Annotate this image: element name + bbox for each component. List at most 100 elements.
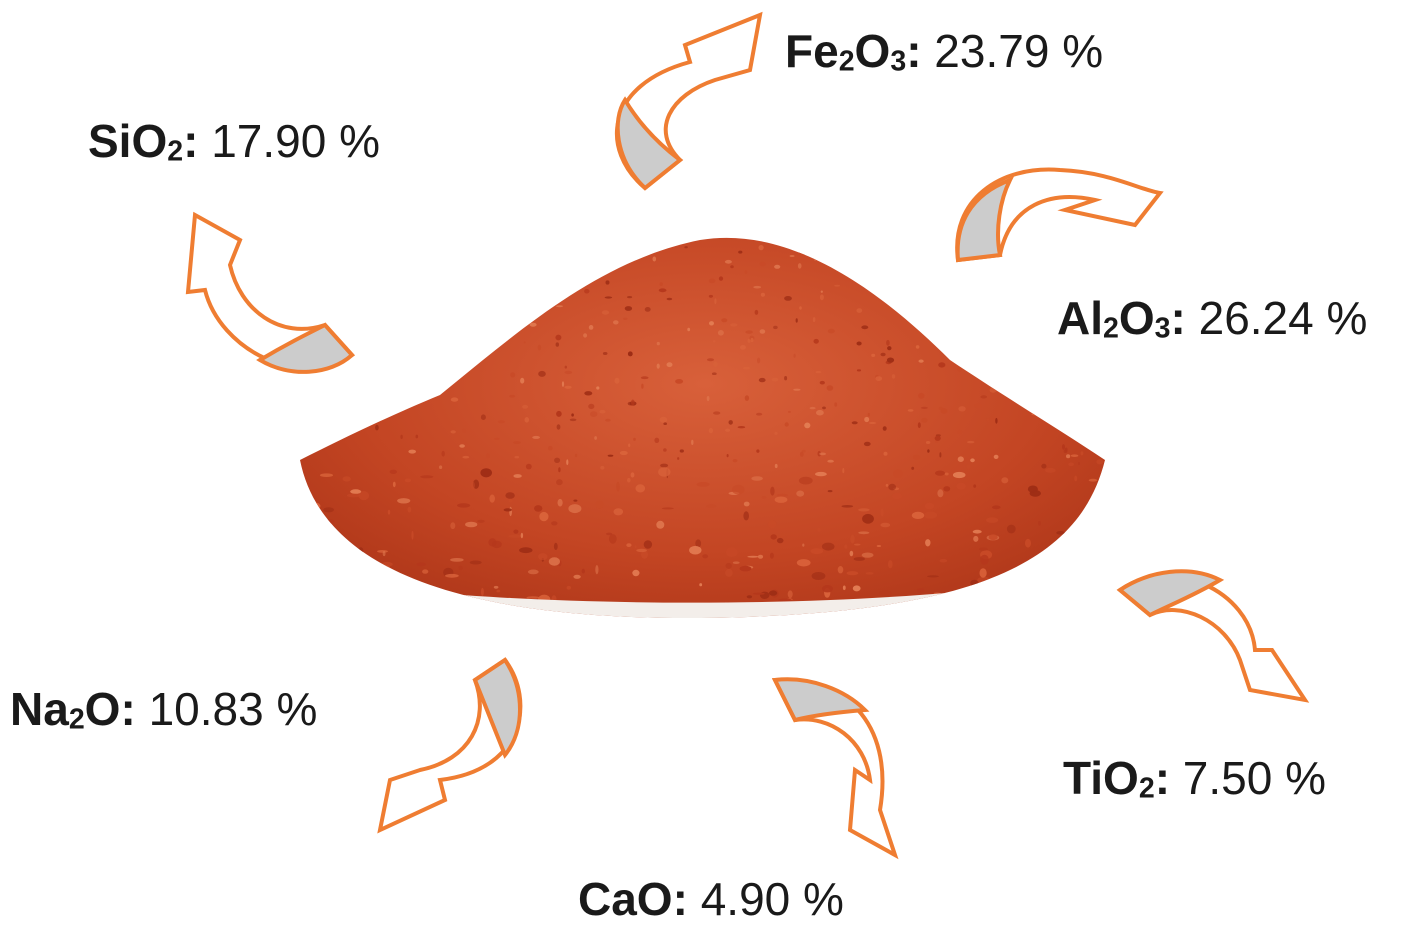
powder-grain xyxy=(480,414,486,421)
powder-grain xyxy=(972,529,982,534)
powder-grain xyxy=(728,420,733,425)
powder-grain xyxy=(938,406,943,410)
powder-grain xyxy=(666,297,673,301)
powder-grain xyxy=(382,551,386,557)
powder-grain xyxy=(758,245,764,251)
powder-grain xyxy=(725,547,738,557)
powder-grain xyxy=(569,418,577,422)
powder-grain xyxy=(746,595,753,599)
powder-grain xyxy=(934,435,941,441)
powder-grain xyxy=(770,486,775,496)
powder-grain xyxy=(759,329,766,334)
powder-grain xyxy=(796,490,805,497)
powder-grain xyxy=(527,569,539,575)
powder-grain xyxy=(583,333,588,338)
powder-grain xyxy=(725,568,733,577)
powder-grain xyxy=(878,590,892,596)
powder-grain xyxy=(732,459,738,463)
powder-grain xyxy=(493,585,499,589)
powder-grain xyxy=(659,282,663,286)
powder-grain xyxy=(739,345,746,350)
powder-grain xyxy=(564,370,573,375)
label-tio2: TiO2: 7.50 % xyxy=(1063,755,1326,803)
powder-grain xyxy=(596,386,600,390)
powder-grain xyxy=(827,490,833,493)
powder-grain xyxy=(795,318,798,323)
powder-grain xyxy=(844,544,848,549)
powder-grain xyxy=(508,499,513,503)
powder-grain xyxy=(773,325,778,330)
powder-grain xyxy=(554,457,561,463)
powder-grain xyxy=(787,410,791,413)
powder-grain xyxy=(588,403,595,410)
powder-grain xyxy=(520,377,525,384)
powder-grain xyxy=(979,547,988,551)
powder-grain xyxy=(826,385,834,391)
powder-grain xyxy=(939,558,948,563)
powder-grain xyxy=(774,463,778,469)
powder-grain xyxy=(1088,478,1098,482)
powder-grain xyxy=(842,468,845,474)
powder-grain xyxy=(656,363,660,369)
powder-grain xyxy=(730,323,738,327)
powder-grain xyxy=(548,557,561,566)
powder-grain xyxy=(915,345,920,349)
powder-grain xyxy=(539,511,549,522)
formula-cao: CaO: xyxy=(578,873,688,925)
powder-grain xyxy=(520,532,524,539)
powder-grain xyxy=(613,508,624,516)
powder-grain xyxy=(659,416,668,423)
powder-grain xyxy=(863,441,871,447)
powder-grain xyxy=(917,588,925,593)
powder-grain xyxy=(887,346,892,351)
powder-grain xyxy=(992,505,1001,510)
powder-grain xyxy=(907,409,914,412)
powder-grain xyxy=(827,328,835,334)
powder-grain xyxy=(956,482,966,490)
powder-grain xyxy=(761,496,767,499)
powder-grain xyxy=(760,292,766,297)
powder-grain xyxy=(631,399,635,406)
powder-grain xyxy=(974,403,982,408)
powder-grain xyxy=(590,411,598,417)
powder-grain xyxy=(743,501,750,507)
powder-grain xyxy=(658,467,671,477)
powder-grain xyxy=(387,509,391,515)
powder-grain xyxy=(503,508,512,512)
powder-grain xyxy=(827,459,834,463)
label-cao: CaO: 4.90 % xyxy=(578,876,844,922)
formula-sio2: SiO2: xyxy=(88,115,199,168)
powder-grain xyxy=(1080,451,1084,456)
powder-grain xyxy=(885,483,889,487)
powder-grain xyxy=(627,296,633,299)
powder-grain xyxy=(661,507,674,510)
powder-grain xyxy=(876,545,882,547)
powder-grain xyxy=(871,353,876,357)
powder-grain xyxy=(739,565,752,572)
powder-grain xyxy=(632,569,640,577)
powder-grain xyxy=(407,506,412,513)
label-sio2: SiO2: 17.90 % xyxy=(88,118,380,166)
powder-grain xyxy=(939,452,942,458)
powder-grain xyxy=(774,264,781,269)
powder-grain xyxy=(526,596,540,599)
powder-grain xyxy=(441,450,445,457)
powder-grain xyxy=(497,420,505,424)
powder-grain xyxy=(397,498,411,504)
powder-grain xyxy=(630,472,635,478)
powder-grain xyxy=(654,437,660,443)
powder-grain xyxy=(714,298,717,305)
powder-grain xyxy=(537,344,542,351)
powder-grain xyxy=(1074,475,1078,482)
powder-grain xyxy=(943,486,951,492)
powder-grain xyxy=(925,539,931,547)
powder-grain xyxy=(784,422,789,427)
powder-grain xyxy=(477,519,485,523)
powder-grain xyxy=(708,294,714,298)
powder-grain xyxy=(888,560,893,569)
powder-grain xyxy=(927,575,939,578)
powder-grain xyxy=(842,585,846,591)
powder-grain xyxy=(557,498,563,507)
powder-grain xyxy=(566,459,569,466)
powder-grain xyxy=(861,552,874,558)
